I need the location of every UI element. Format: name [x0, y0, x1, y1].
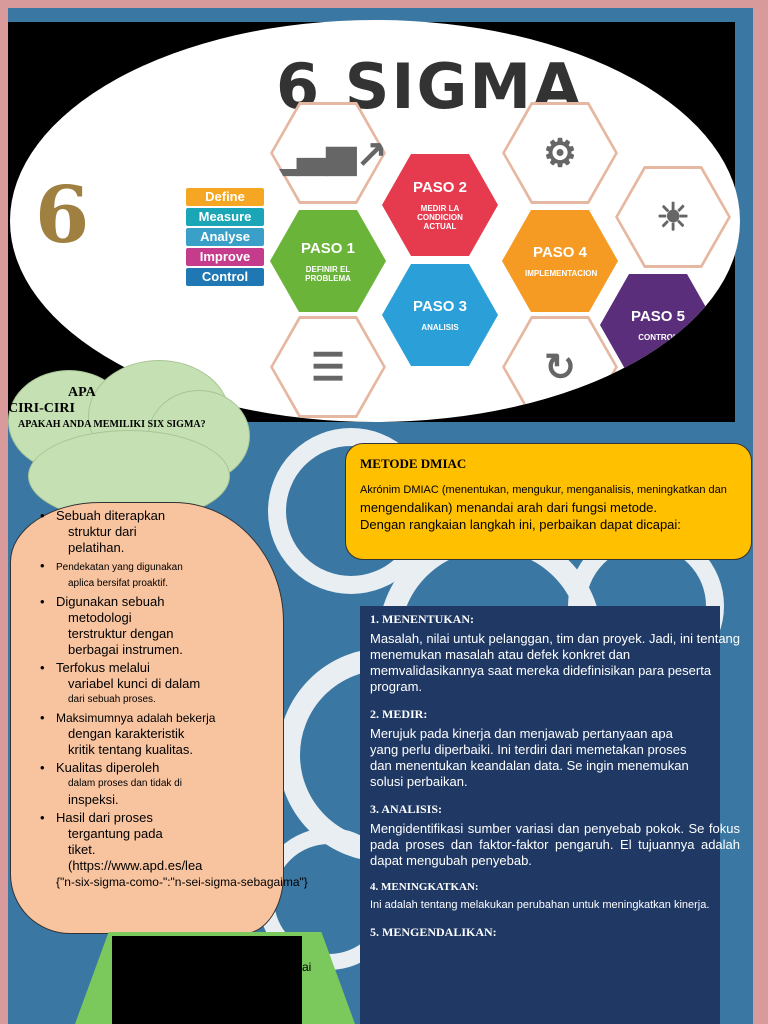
dmiac-line: Akrónim DMIAC (menentukan, mengukur, men… — [360, 484, 727, 496]
paso-1-label: PASO 1 — [301, 239, 355, 257]
steps-panel — [360, 606, 720, 1024]
feature-text: aplica bersifat proaktif. — [68, 578, 169, 589]
cycle-icon: ↻ — [544, 346, 576, 389]
feature-item: Maksimumnya adalah bekerja dengan karakt… — [40, 710, 270, 758]
hex-paso-3: PASO 3 ANALISIS — [382, 264, 498, 366]
feature-text: variabel kunci di dalam — [68, 676, 201, 691]
dmaic-steps-list: Define Measure Analyse Improve Control — [186, 188, 264, 288]
step-body: Masalah, nilai untuk pelanggan, tim dan … — [370, 631, 741, 694]
feature-item: Digunakan sebuah metodologi terstruktur … — [40, 594, 270, 658]
paso-3-sub: ANALISIS — [421, 323, 459, 332]
feature-text: (https://www.apd.es/lea — [68, 858, 203, 873]
paso-4-sub: IMPLEMENTACION — [525, 269, 598, 278]
feature-item: Kualitas diperoleh dalam proses dan tida… — [40, 760, 270, 808]
step-body: Ini adalah tentang melakukan perubahan u… — [370, 899, 710, 911]
lightbulb-icon: ☀ — [655, 196, 691, 239]
feature-text: kritik tentang kualitas. — [68, 742, 194, 757]
feature-text: berbagai instrumen. — [68, 642, 183, 657]
gears-icon: ⚙ — [542, 132, 578, 175]
dmiac-title: METODE DMIAC — [360, 456, 467, 471]
feature-item: Terfokus melalui variabel kunci di dalam… — [40, 660, 270, 708]
step-title: 5. MENGENDALIKAN: — [370, 925, 497, 939]
steps-content: 1. MENENTUKAN: Masalah, nilai untuk pela… — [370, 612, 748, 940]
step-control: Control — [186, 268, 264, 286]
cloud-line-apa: APA — [68, 385, 96, 400]
chart-icon: ▁▃▅↗ — [268, 132, 388, 175]
feature-text: tiket. — [68, 842, 96, 857]
step-body: Mengidentifikasi sumber variasi dan peny… — [370, 821, 740, 868]
paso-5-sub: CONTROL — [638, 333, 678, 342]
step-improve: Improve — [186, 248, 264, 266]
hex-lightbulb: ☀ — [615, 166, 731, 268]
hex-document: ☰ — [270, 316, 386, 418]
hero-image: 6 SIGMA 6 Define Measure Analyse Improve… — [10, 20, 740, 422]
feature-text: terstruktur dengan — [68, 626, 174, 641]
step-analyse: Analyse — [186, 228, 264, 246]
step-body: Merujuk pada kinerja dan menjawab pertan… — [370, 726, 689, 789]
paso-1-sub: DEFINIR EL PROBLEMA — [305, 264, 351, 283]
feature-text: Kualitas diperoleh — [56, 760, 160, 775]
features-list: Sebuah diterapkan struktur dari pelatiha… — [40, 508, 308, 892]
feature-item: Pendekatan yang digunakan aplica bersifa… — [40, 558, 270, 592]
step-title: 2. MEDIR: — [370, 707, 428, 721]
feature-text: Digunakan sebuah — [56, 594, 165, 609]
hex-chart: ▁▃▅↗ — [270, 102, 386, 204]
paso-2-label: PASO 2 — [413, 179, 467, 196]
black-image-block — [112, 936, 302, 1024]
feature-text: dengan karakteristik — [68, 726, 185, 741]
step-measure: Measure — [186, 208, 264, 226]
feature-text: tergantung pada — [68, 826, 163, 841]
step-title: 1. MENENTUKAN: — [370, 612, 474, 626]
feature-text: dalam proses dan tidak di — [68, 778, 182, 789]
paso-5-label: PASO 5 — [631, 308, 685, 325]
feature-text: Terfokus melalui — [56, 660, 150, 675]
feature-text: metodologi — [68, 610, 132, 625]
feature-text: Sebuah diterapkan — [56, 508, 166, 523]
feature-text: Maksimumnya adalah bekerja — [56, 711, 216, 725]
dmiac-body: Akrónim DMIAC (menentukan, mengukur, men… — [360, 482, 765, 533]
feature-text: pelatihan. — [68, 540, 125, 555]
paso-2-sub: MEDIR LA CONDICION ACTUAL — [417, 204, 463, 231]
step-title: 3. ANALISIS: — [370, 802, 443, 816]
dmiac-box — [345, 443, 752, 560]
hex-paso-1: PASO 1 DEFINIR EL PROBLEMA — [270, 210, 386, 312]
step-define: Define — [186, 188, 264, 206]
feature-item: Hasil dari proses tergantung pada tiket.… — [40, 810, 308, 890]
feature-text: inspeksi. — [68, 792, 119, 807]
feature-item: Sebuah diterapkan struktur dari pelatiha… — [40, 508, 270, 556]
paso-3-label: PASO 3 — [413, 298, 467, 315]
feature-text: Hasil dari proses — [56, 810, 153, 825]
dmiac-line: Dengan rangkaian langkah ini, perbaikan … — [360, 517, 681, 532]
hex-paso-4: PASO 4 IMPLEMENTACION — [502, 210, 618, 312]
step-title: 4. MENINGKATKAN: — [370, 881, 479, 893]
paso-4-label: PASO 4 — [533, 244, 587, 261]
feature-text: {"n-six-sigma-como-":"n-sei-sigma-sebaga… — [56, 875, 308, 889]
cloud-heading: APA CIRI-CIRI APAKAH ANDA MEMILIKI SIX S… — [8, 385, 258, 430]
six-sigma-logo: 6 — [35, 170, 90, 261]
stray-text: ai — [302, 960, 312, 974]
document-icon: ☰ — [310, 346, 346, 389]
dmiac-line: mengendalikan) menandai arah dari fungsi… — [360, 500, 658, 515]
feature-text: dari sebuah proses. — [68, 694, 156, 705]
cloud-line-ciri: CIRI-CIRI — [8, 401, 75, 416]
hex-paso-2: PASO 2 MEDIR LA CONDICION ACTUAL — [382, 154, 498, 256]
feature-text: Pendekatan yang digunakan — [56, 562, 183, 573]
feature-text: struktur dari — [68, 524, 137, 539]
cloud-line-question: APAKAH ANDA MEMILIKI SIX SIGMA? — [18, 419, 206, 430]
